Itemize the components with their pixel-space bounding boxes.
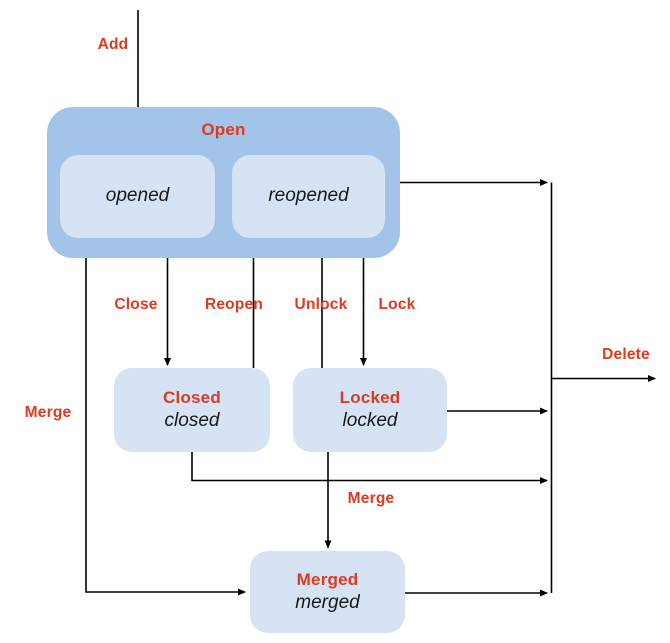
closed-state: Closed closed [114, 368, 270, 452]
open-state-title: Open [201, 120, 246, 139]
closed-state-label: closed [164, 409, 220, 431]
opened-state: opened [60, 155, 215, 238]
merged-state-label: merged [295, 591, 360, 613]
reopened-state-label: reopened [268, 185, 349, 207]
locked-state-label: locked [342, 409, 398, 431]
unlock-transition-label: Unlock [294, 296, 348, 313]
merge-left-transition-label: Merge [24, 404, 72, 421]
add-transition-label: Add [97, 36, 129, 53]
closed-state-title: Closed [163, 387, 221, 407]
merge-middle-transition-label: Merge [347, 490, 395, 507]
locked-state: Locked locked [293, 368, 447, 452]
transition-merge-left-arrow [85, 258, 246, 596]
close-transition-label: Close [114, 296, 158, 313]
reopen-transition-label: Reopen [204, 296, 264, 313]
merged-state: Merged merged [250, 551, 405, 633]
delete-transition-label: Delete [602, 346, 650, 363]
opened-state-label: opened [105, 185, 170, 207]
merged-state-title: Merged [296, 569, 359, 589]
reopened-state: reopened [232, 155, 385, 238]
closed-to-delete-rail-arrow [191, 452, 548, 484]
locked-state-title: Locked [339, 387, 401, 407]
lock-transition-label: Lock [378, 296, 416, 313]
